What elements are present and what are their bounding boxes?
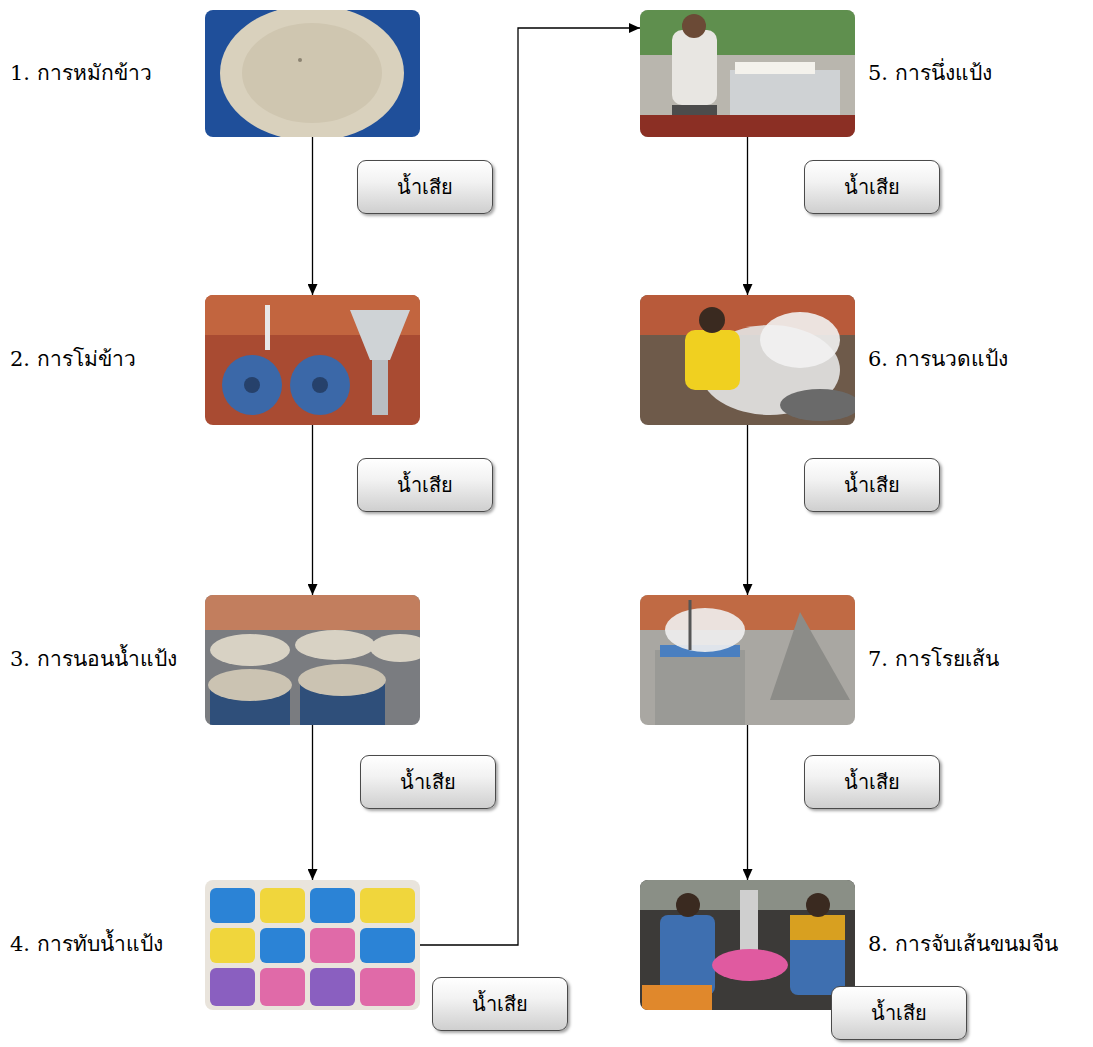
process-step: 7. การโรยเส้น [640,595,855,725]
wastewater-label: น้ำเสีย [400,769,456,795]
flow-arrow [747,725,748,880]
process-step: 1. การหมักข้าว [205,10,420,137]
wastewater-box: น้ำเสีย [432,977,568,1031]
step-label: 5. การนึ่งแป้ง [868,60,992,87]
wastewater-label: น้ำเสีย [397,174,453,200]
wastewater-label: น้ำเสีย [472,991,528,1017]
flow-arrow [747,137,748,295]
extruding-photo [640,595,855,725]
wastewater-box: น้ำเสีย [831,986,967,1040]
step-label: 3. การนอนน้ำแป้ง [10,646,177,673]
step-label: 6. การนวดแป้ง [868,346,1008,373]
wastewater-label: น้ำเสีย [844,472,900,498]
starch-bags-photo [205,880,420,1010]
step-label: 4. การทับน้ำแป้ง [10,931,163,958]
wastewater-label: น้ำเสีย [844,769,900,795]
wastewater-box: น้ำเสีย [357,160,493,214]
process-step: 5. การนึ่งแป้ง [640,10,855,137]
step-label: 7. การโรยเส้น [868,646,999,673]
step-label: 1. การหมักข้าว [10,60,152,87]
rice-tank-photo [205,10,420,137]
wastewater-label: น้ำเสีย [871,1000,927,1026]
kneading-photo [640,295,855,425]
process-step: 2. การโม่ข้าว [205,295,420,425]
wastewater-box: น้ำเสีย [804,458,940,512]
grinder-photo [205,295,420,425]
flow-arrow [747,425,748,595]
flow-arrow [312,137,313,295]
flow-arrow [312,725,313,880]
wastewater-box: น้ำเสีย [804,755,940,809]
barrels-photo [205,595,420,725]
process-step: 6. การนวดแป้ง [640,295,855,425]
gathering-photo [640,880,855,1010]
process-step: 4. การทับน้ำแป้ง [205,880,420,1010]
wastewater-box: น้ำเสีย [804,160,940,214]
wastewater-label: น้ำเสีย [397,472,453,498]
steaming-photo [640,10,855,137]
step-label: 8. การจับเส้นขนมจีน [868,931,1058,958]
flow-arrow [312,425,313,595]
wastewater-box: น้ำเสีย [360,755,496,809]
wastewater-label: น้ำเสีย [844,174,900,200]
process-step: 8. การจับเส้นขนมจีน [640,880,855,1010]
process-step: 3. การนอนน้ำแป้ง [205,595,420,725]
wastewater-box: น้ำเสีย [357,458,493,512]
step-label: 2. การโม่ข้าว [10,346,136,373]
